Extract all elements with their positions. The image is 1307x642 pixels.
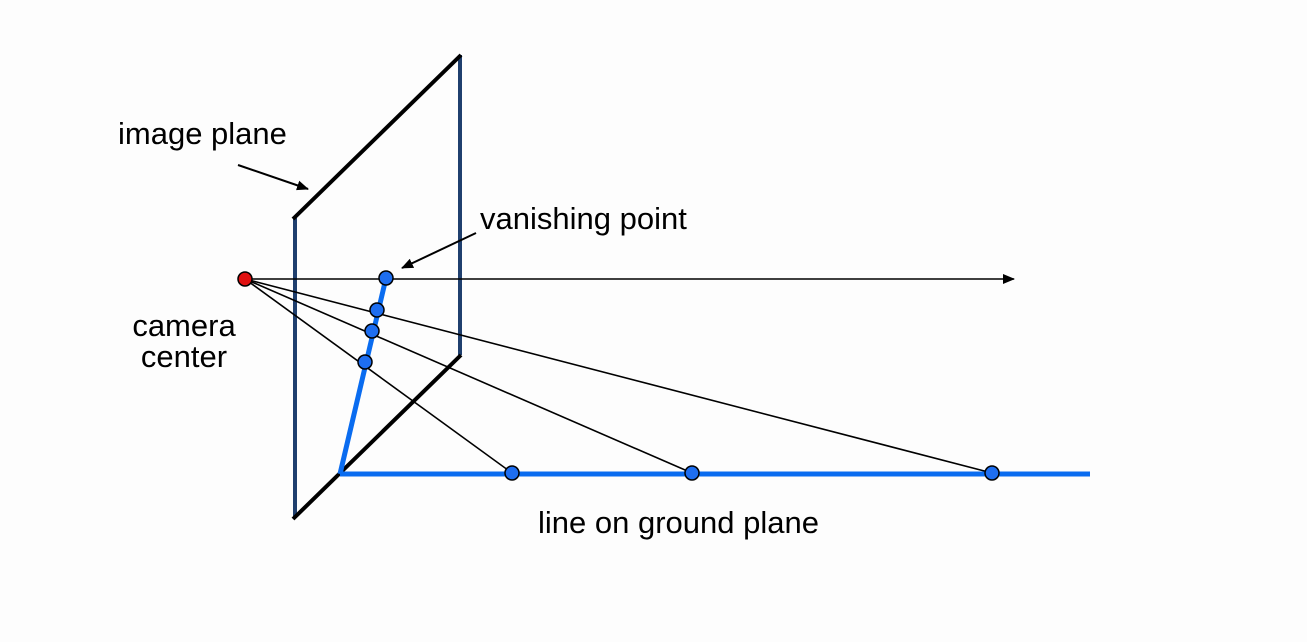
ground-point-3 [984,465,1000,481]
image-plane [291,53,463,521]
camera-center-label-line1: camera [132,308,236,343]
camera-center-label-line2: center [141,339,227,374]
image-plane-bottom-edge [291,353,463,521]
vanishing-point-marker [378,270,394,286]
ray-to-ground-point-3 [244,278,993,474]
ground-point-2 [684,465,700,481]
projection-rays [244,278,993,474]
image-point-3 [369,302,385,318]
vanishing-point-label: vanishing point [480,201,687,236]
ground-points [504,465,1000,481]
ground-point-1 [504,465,520,481]
vanishing-point-pointer-arrow [401,232,477,269]
ray-to-ground-point-2 [244,278,693,474]
ray-to-ground-point-1 [244,278,513,474]
image-plane-pointer-arrow [237,164,309,191]
ground-line-label: line on ground plane [538,505,819,540]
image-point-2 [364,323,380,339]
image-points [357,270,394,370]
image-plane-label: image plane [118,116,287,151]
camera-center-point [237,271,253,287]
image-plane-top-edge [291,53,463,221]
image-point-1 [357,354,373,370]
